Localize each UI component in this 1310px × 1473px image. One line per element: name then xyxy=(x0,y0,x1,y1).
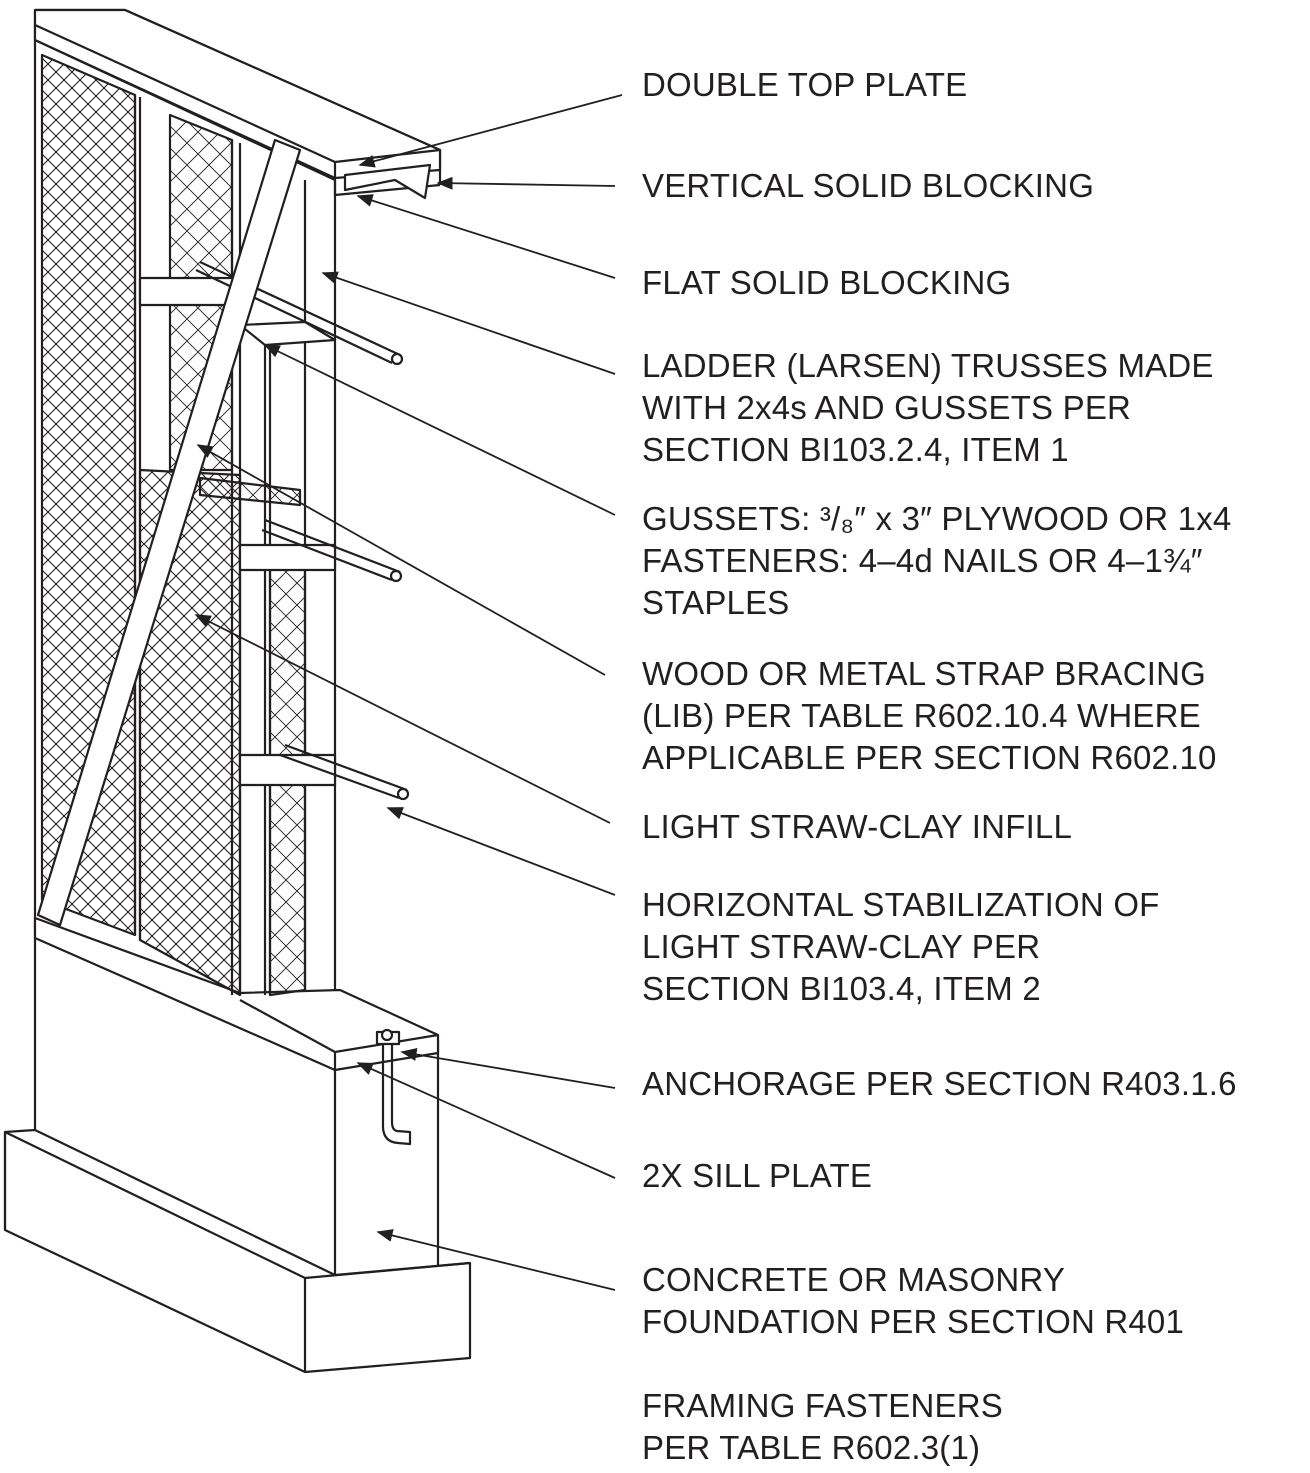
label-line: SECTION BI103.4, ITEM 2 xyxy=(642,970,1041,1007)
label-line: LADDER (LARSEN) TRUSSES MADE xyxy=(642,347,1214,384)
studs xyxy=(133,95,337,995)
gusset xyxy=(198,476,302,507)
label-line: WITH 2x4s AND GUSSETS PER xyxy=(642,389,1132,426)
leader-vertical-blocking xyxy=(436,176,616,190)
leader-ladder-trusses xyxy=(321,271,616,375)
label-flat-solid-blocking: FLAT SOLID BLOCKING xyxy=(642,262,1011,304)
label-line: ANCHORAGE PER SECTION R403.1.6 xyxy=(642,1065,1237,1102)
label-horizontal-stabilization: HORIZONTAL STABILIZATION OF LIGHT STRAW-C… xyxy=(642,884,1160,1010)
label-line: FOUNDATION PER SECTION R401 xyxy=(642,1303,1185,1340)
label-line: FASTENERS: 4–4d NAILS OR 4–1¾″ xyxy=(642,542,1203,579)
label-line: APPLICABLE PER SECTION R602.10 xyxy=(642,739,1217,776)
leader-double-top-plate xyxy=(358,94,623,168)
label-infill: LIGHT STRAW-CLAY INFILL xyxy=(642,806,1072,848)
leader-flat-blocking xyxy=(356,194,616,279)
label-vertical-solid-blocking: VERTICAL SOLID BLOCKING xyxy=(642,165,1094,207)
strap-bracing xyxy=(36,138,302,927)
label-line: (LIB) PER TABLE R602.10.4 WHERE xyxy=(642,697,1201,734)
label-line: SECTION BI103.2.4, ITEM 1 xyxy=(642,431,1069,468)
label-foundation: CONCRETE OR MASONRY FOUNDATION PER SECTIO… xyxy=(642,1259,1184,1343)
leader-foundation xyxy=(376,1229,616,1291)
leader-gussets xyxy=(263,344,616,516)
label-double-top-plate: DOUBLE TOP PLATE xyxy=(642,64,967,106)
label-line: CONCRETE OR MASONRY xyxy=(642,1261,1066,1298)
label-line: VERTICAL SOLID BLOCKING xyxy=(642,167,1095,204)
leader-stabilization xyxy=(386,807,616,896)
label-line: WOOD OR METAL STRAP BRACING xyxy=(642,655,1207,692)
ladder-truss-rungs xyxy=(138,276,337,787)
vertical-blocking xyxy=(343,163,432,200)
stabilization-rods xyxy=(195,261,410,801)
label-line: FLAT SOLID BLOCKING xyxy=(642,264,1012,301)
label-sill-plate: 2X SILL PLATE xyxy=(642,1155,872,1197)
leader-strap-bracing xyxy=(196,444,606,676)
label-line: LIGHT STRAW-CLAY INFILL xyxy=(642,808,1073,845)
label-line: GUSSETS: ³/₈″ x 3″ PLYWOOD OR 1x4 xyxy=(642,500,1232,537)
label-line: PER TABLE R602.3(1) xyxy=(642,1429,981,1466)
label-line: FRAMING FASTENERS xyxy=(642,1387,1003,1424)
leader-sill-plate xyxy=(356,1062,616,1179)
label-anchorage: ANCHORAGE PER SECTION R403.1.6 xyxy=(642,1063,1237,1105)
label-line: HORIZONTAL STABILIZATION OF xyxy=(642,886,1160,923)
anchor-bolt xyxy=(375,1028,412,1146)
label-line: DOUBLE TOP PLATE xyxy=(642,66,968,103)
label-ladder-trusses: LADDER (LARSEN) TRUSSES MADE WITH 2x4s AN… xyxy=(642,345,1214,471)
leader-infill xyxy=(194,614,611,824)
label-line: STAPLES xyxy=(642,584,790,621)
label-line: LIGHT STRAW-CLAY PER xyxy=(642,928,1041,965)
foundation xyxy=(3,920,472,1374)
double-top-plate xyxy=(33,8,442,195)
label-strap-bracing: WOOD OR METAL STRAP BRACING (LIB) PER TAB… xyxy=(642,653,1217,779)
label-line: 2X SILL PLATE xyxy=(642,1157,873,1194)
leader-anchorage xyxy=(400,1048,616,1089)
label-framing-fasteners: FRAMING FASTENERS PER TABLE R602.3(1) xyxy=(642,1385,1003,1469)
